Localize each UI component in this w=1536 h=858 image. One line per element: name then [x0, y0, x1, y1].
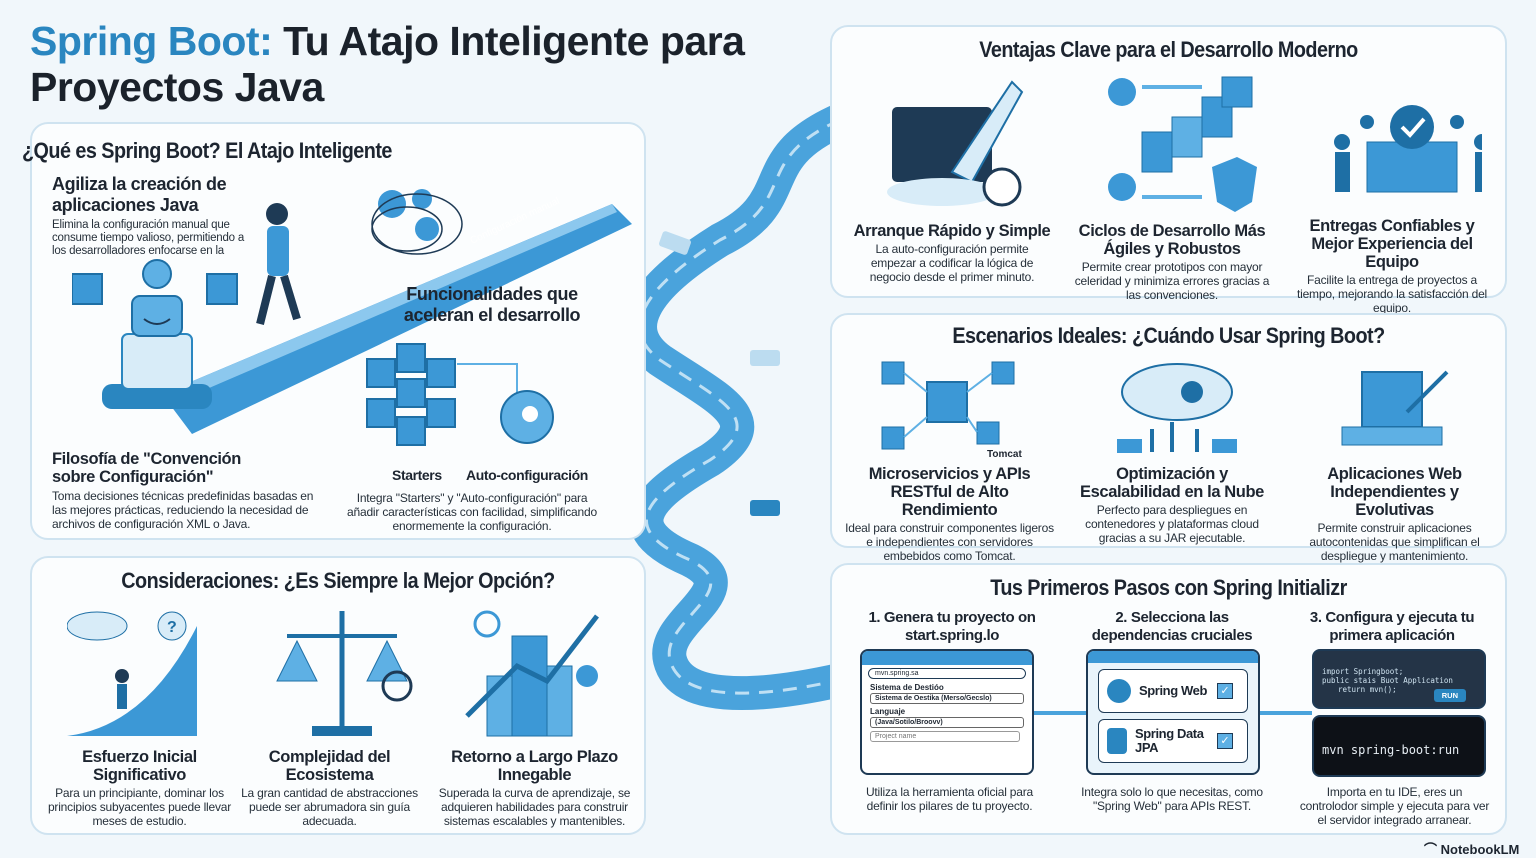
- tangled-gears-icon: [371, 189, 463, 255]
- terminal: mvn spring-boot:run: [1312, 715, 1486, 777]
- filosofia-block: Filosofía de "Convención sobre Configura…: [52, 450, 322, 531]
- checkbox-checked-icon[interactable]: ✓: [1217, 683, 1233, 699]
- considerations-heading: Consideraciones: ¿Es Siempre la Mejor Op…: [121, 568, 555, 593]
- project-name-input[interactable]: [870, 731, 1020, 742]
- steps-heading: Tus Primeros Pasos con Spring Initializr: [990, 575, 1347, 600]
- database-icon: [1107, 728, 1127, 754]
- run-button[interactable]: RUN: [1433, 689, 1466, 702]
- step-text: Utiliza la herramienta oficial para defi…: [865, 785, 1034, 813]
- step-title: 2. Selecciona las dependencias cruciales: [1091, 609, 1253, 644]
- advantages-panel: Ventajas Clave para el Desarrollo Modern…: [830, 25, 1507, 315]
- starters-cubes-icon: [366, 343, 456, 446]
- robot-road-illustration: Configuración manual: [72, 189, 632, 434]
- system-select[interactable]: Sistema de Oestika (Merso/Gecslo): [870, 693, 1024, 704]
- brain-head-icon: [500, 390, 554, 444]
- scenario-item: Aplicaciones Web Independientes y Evolut…: [1309, 465, 1480, 563]
- considerations-illustrations: ?: [67, 610, 599, 737]
- rocket-icon: [887, 80, 1024, 207]
- team-icon: [1334, 105, 1482, 193]
- scenarios-illustrations: Tomcat: [881, 361, 1449, 457]
- cycle-icon: [1108, 76, 1257, 212]
- agiliza-text: Elimina la configuración manual que cons…: [52, 219, 245, 257]
- what-heading: ¿Qué es Spring Boot? El Atajo Inteligent…: [22, 138, 392, 163]
- dependency-spring-data-jpa[interactable]: Spring Data JPA✓: [1098, 719, 1248, 763]
- considerations-panel: Consideraciones: ¿Es Siempre la Mejor Op…: [30, 556, 646, 835]
- advantages-heading: Ventajas Clave para el Desarrollo Modern…: [979, 37, 1358, 62]
- tomcat-label: Tomcat: [987, 449, 1022, 457]
- filosofia-text: Toma decisiones técnicas predefinidas ba…: [52, 489, 314, 531]
- language-select[interactable]: (Java/Sotilo/Broovv): [870, 717, 1024, 728]
- funcionalidades-title: Funcionalidades que aceleran el desarrol…: [403, 284, 581, 325]
- filosofia-title: Filosofía de "Convención sobre Configura…: [52, 450, 241, 486]
- dependency-spring-web[interactable]: Spring Web✓: [1098, 669, 1248, 713]
- road-path: [623, 103, 857, 711]
- cloud-icon: [1117, 363, 1237, 453]
- notebooklm-logo: ⌒ NotebookLM: [1424, 842, 1520, 857]
- standalone-app-icon: [1341, 370, 1449, 446]
- agiliza-block: Agiliza la creación de aplicaciones Java…: [52, 174, 252, 258]
- step-text: Integra solo lo que necesitas, como "Spr…: [1081, 785, 1263, 813]
- scale-icon: [276, 611, 413, 736]
- step-title: 3. Configura y ejecuta tu primera aplica…: [1309, 609, 1475, 644]
- field-label: Languaje: [870, 707, 906, 716]
- step-title: 1. Genera tu proyecto on start.spring.lo: [868, 609, 1036, 644]
- scenarios-panel: Escenarios Ideales: ¿Cuándo Usar Spring …: [830, 313, 1507, 563]
- starters-autoconfig-illustration: [366, 343, 554, 446]
- robot-icon: [102, 295, 212, 409]
- scenario-item: Microservicios y APIs RESTful de Alto Re…: [845, 465, 1054, 563]
- scenarios-heading: Escenarios Ideales: ¿Cuándo Usar Spring …: [952, 323, 1385, 348]
- svg-text:?: ?: [167, 619, 177, 636]
- advantages-illustrations: [887, 76, 1482, 212]
- what-is-panel: ¿Qué es Spring Boot? El Atajo Inteligent…: [22, 122, 646, 540]
- steps-panel: Tus Primeros Pasos con Spring Initializr…: [830, 563, 1507, 835]
- initializr-browser: mvn.spring.sa Sistema de Destióo Sistema…: [860, 649, 1034, 775]
- microservices-icon: [881, 361, 1015, 450]
- funcionalidades-text: Integra "Starters" y "Auto-configuración…: [347, 491, 597, 533]
- starters-label: Starters: [392, 467, 442, 483]
- globe-icon: [1107, 679, 1131, 703]
- dependencies-window: Spring Web✓ Spring Data JPA✓: [1086, 649, 1260, 775]
- url-bar[interactable]: mvn.spring.sa: [868, 668, 1026, 679]
- step-text: Importa en tu IDE, eres un controlodor s…: [1299, 785, 1490, 827]
- city-growth-icon: [465, 610, 599, 737]
- agiliza-title: Agiliza la creación de aplicaciones Java: [52, 174, 227, 215]
- winding-road: [623, 103, 857, 711]
- field-label: Sistema de Destióo: [870, 683, 944, 692]
- advantage-item: Entregas Confiables y Mejor Experiencia …: [1296, 217, 1488, 315]
- uphill-climb-icon: ?: [67, 611, 197, 736]
- advantage-item: Ciclos de Desarrollo Más Ágiles y Robust…: [1074, 222, 1270, 302]
- notebooklm-icon: ⌒: [1424, 842, 1441, 857]
- code-editor: import Springboot;public stais Buot Appl…: [1312, 649, 1486, 709]
- autoconfig-label: Auto-configuración: [466, 467, 588, 483]
- checkbox-checked-icon[interactable]: ✓: [1217, 733, 1233, 749]
- developer-figure-icon: [256, 203, 301, 325]
